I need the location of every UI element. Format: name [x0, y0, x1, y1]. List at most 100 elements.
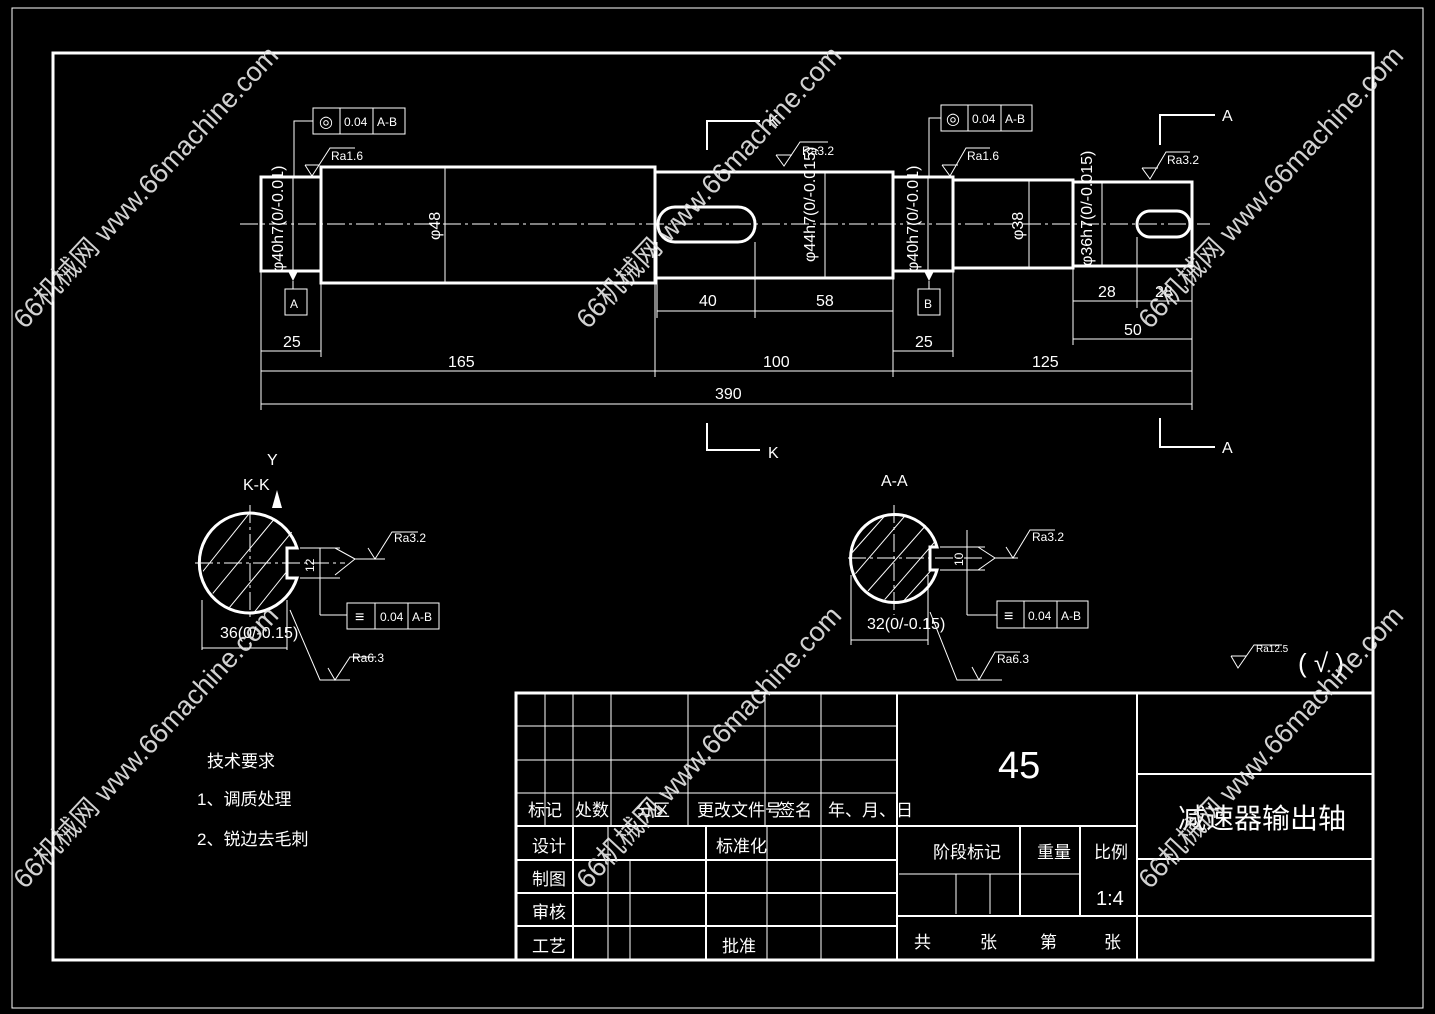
keyway: [656, 205, 757, 244]
svg-text:◎: ◎: [946, 111, 960, 128]
header-cell: 标记: [528, 801, 562, 820]
dim-label: 390: [715, 386, 742, 403]
section-kk-view: K-K Y 12 Ra3.2 Ra6.3 36(0/-0.15) ≡ 0.04 …: [195, 452, 440, 681]
svg-text:0.04: 0.04: [380, 610, 404, 624]
gdt-frame-left: ◎ 0.04 A-B: [293, 107, 406, 177]
section-k-marker-bottom: [706, 423, 760, 451]
svg-text:( √ ): ( √ ): [1298, 648, 1344, 678]
row-label: 设计: [532, 837, 566, 856]
svg-text:A-B: A-B: [1061, 609, 1081, 623]
sheet-label: 共: [914, 933, 931, 952]
section-aa-view: A-A 10 Ra3.2 Ra6.3 32(0/-0.15) ≡ 0.04 A-…: [848, 473, 1089, 682]
keyway: [1135, 209, 1192, 239]
key-width-label: 10: [952, 552, 966, 566]
outer-border: [11, 7, 1424, 1009]
svg-text:0.04: 0.04: [972, 112, 996, 126]
row-label: 工艺: [532, 937, 566, 956]
stage-mark-label: 阶段标记: [933, 843, 1001, 862]
dim-label: 125: [1032, 354, 1059, 371]
diameter-label: φ36h7(0/-0.015): [1079, 151, 1096, 266]
roughness-label: Ra3.2: [1032, 530, 1064, 544]
dim-label: 58: [816, 293, 834, 310]
datum-a-label: A: [290, 297, 298, 311]
diameter-label: φ48: [427, 212, 444, 240]
approve-label: 批准: [722, 937, 756, 956]
dim-label: 100: [763, 354, 790, 371]
general-roughness: Ra12.5 ( √ ): [1230, 644, 1344, 678]
weight-label: 重量: [1037, 843, 1071, 862]
svg-text:K: K: [768, 445, 779, 462]
tech-title: 技术要求: [207, 752, 275, 771]
header-cell: 分区: [636, 801, 670, 820]
roughness-label: Ra3.2: [394, 531, 426, 545]
roughness-label: Ra6.3: [997, 652, 1029, 666]
watermark: 66机械网 www.66machine.com: [1132, 40, 1409, 334]
datum-a-box: [284, 288, 308, 316]
svg-text:A: A: [1222, 440, 1233, 457]
diameter-label: φ40h7(0/-0.01): [270, 166, 287, 272]
view-mark-y: Y: [267, 452, 278, 469]
dim-label: 50: [1124, 322, 1142, 339]
roughness-label: Ra3.2: [1167, 153, 1199, 167]
datum-b-box: [917, 288, 941, 316]
row-label: 审核: [532, 903, 566, 922]
svg-text:0.04: 0.04: [344, 115, 368, 129]
svg-text:K: K: [768, 113, 779, 130]
header-cell: 处数: [575, 801, 609, 820]
svg-text:0.04: 0.04: [1028, 609, 1052, 623]
gdt-frame-kk: ≡ 0.04 A-B: [346, 602, 440, 630]
sheet-label: 第: [1040, 933, 1057, 952]
svg-text:Ra12.5: Ra12.5: [1256, 644, 1289, 655]
roughness-label: Ra1.6: [967, 149, 999, 163]
svg-text:≡: ≡: [355, 609, 364, 626]
gdt-frame-right: ◎ 0.04 A-B: [928, 104, 1033, 177]
dim-label: 165: [448, 354, 475, 371]
section-aa-title: A-A: [881, 473, 908, 490]
svg-text:A-B: A-B: [377, 115, 397, 129]
key-width-label: 12: [303, 558, 317, 572]
header-cell: 更改文件号: [697, 801, 782, 820]
diameter-label: 32(0/-0.15): [867, 616, 945, 633]
roughness-label: Ra1.6: [331, 149, 363, 163]
svg-text:◎: ◎: [319, 114, 333, 131]
scale-label: 比例: [1094, 843, 1128, 862]
sheet-label: 张: [1104, 933, 1121, 952]
shaft-segment: [1071, 180, 1194, 268]
diameter-label: φ44h7(0/-0.015): [802, 147, 819, 262]
standardize-label: 标准化: [716, 837, 767, 856]
watermark: 66机械网 www.66machine.com: [570, 600, 847, 894]
datum-b-label: B: [924, 297, 932, 311]
tech-item: 2、锐边去毛刺: [197, 830, 308, 849]
svg-text:≡: ≡: [1004, 608, 1013, 625]
watermark: 66机械网 www.66machine.com: [7, 40, 284, 334]
roughness-label: Ra6.3: [352, 651, 384, 665]
dim-label: 40: [699, 293, 717, 310]
material-label: 45: [998, 745, 1040, 787]
dim-label: 25: [915, 334, 933, 351]
tech-item: 1、调质处理: [197, 790, 291, 809]
dim-label: 25: [283, 334, 301, 351]
svg-text:A-B: A-B: [412, 610, 432, 624]
view-arrow-icon: [272, 490, 282, 508]
section-a-marker-top: [1159, 114, 1215, 145]
scale-value: 1:4: [1096, 888, 1124, 910]
diameter-label: φ38: [1010, 212, 1027, 240]
header-cell: 年、月、日: [828, 801, 913, 820]
shaft-main-view: φ40h7(0/-0.01) φ48 φ44h7(0/-0.015) φ40h7…: [240, 104, 1233, 462]
tech-requirements: 技术要求 1、调质处理 2、锐边去毛刺: [197, 752, 308, 849]
svg-text:A: A: [1222, 108, 1233, 125]
dim-label: 28: [1155, 284, 1173, 301]
diameter-label: 36(0/-0.15): [220, 625, 298, 642]
svg-text:A-B: A-B: [1005, 112, 1025, 126]
shaft-segment: [319, 165, 657, 285]
gdt-frame-aa: ≡ 0.04 A-B: [996, 600, 1089, 629]
row-label: 制图: [532, 870, 566, 889]
roughness-label: Ra3.2: [802, 144, 834, 158]
section-a-marker-bottom: [1159, 418, 1215, 448]
section-k-marker-top: [706, 120, 760, 150]
section-kk-title: K-K: [243, 477, 270, 494]
watermark: 66机械网 www.66machine.com: [7, 600, 284, 894]
sheet-label: 张: [980, 933, 997, 952]
part-name: 减速器输出轴: [1178, 803, 1346, 834]
